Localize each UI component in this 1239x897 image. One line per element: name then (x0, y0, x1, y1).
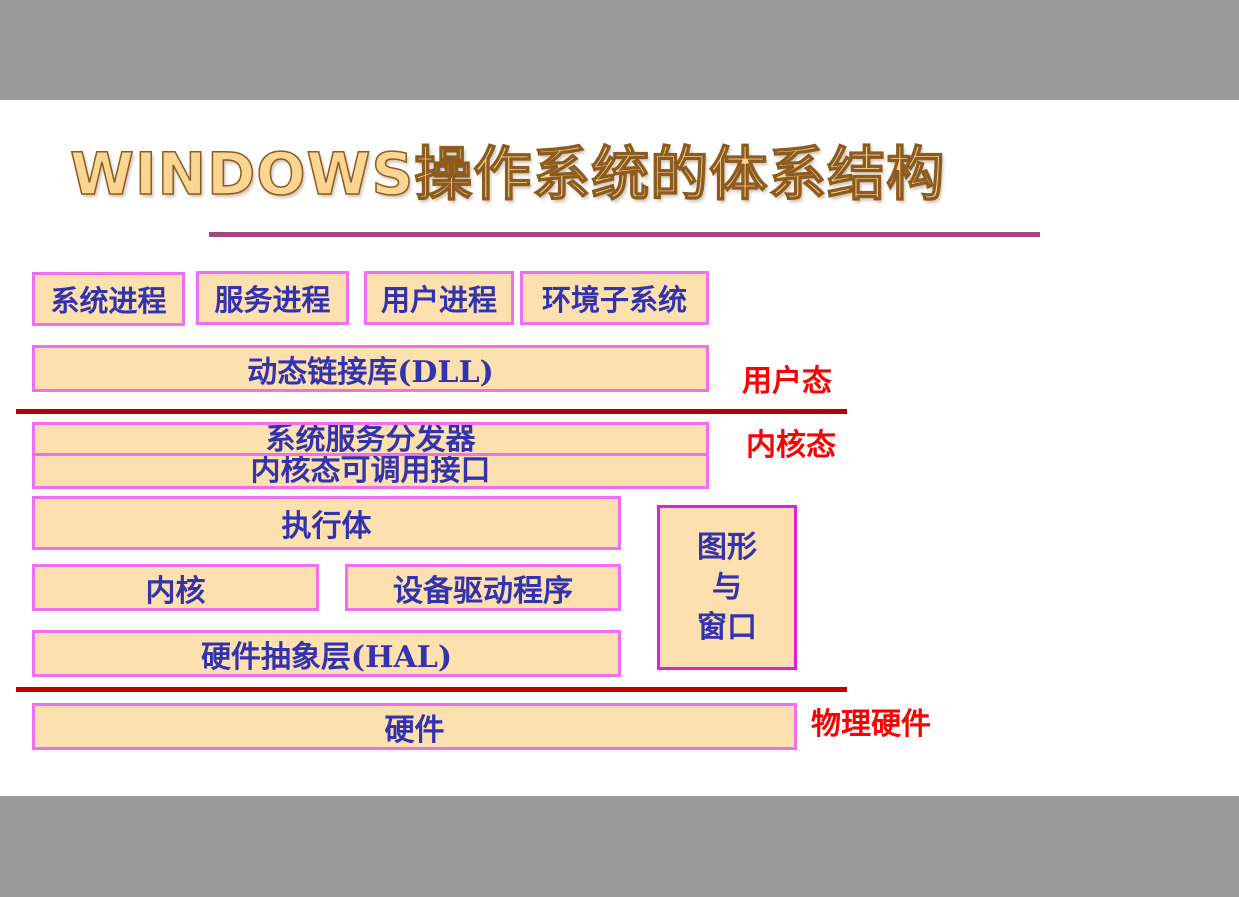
kernel-mode-label: 内核态 (746, 428, 836, 463)
kernel-callable-interface-box: 内核态可调用接口 (32, 453, 709, 489)
hardware-box: 硬件 (32, 703, 797, 750)
graphics-line-3: 窗口 (697, 609, 757, 645)
kernel-hardware-separator (16, 687, 847, 692)
user-process-box: 用户进程 (364, 271, 514, 325)
user-kernel-separator (16, 409, 847, 414)
device-drivers-box: 设备驱动程序 (345, 564, 621, 611)
service-process-box: 服务进程 (196, 271, 349, 325)
hal-box: 硬件抽象层(HAL) (32, 630, 621, 677)
user-mode-label: 用户态 (742, 364, 832, 399)
environment-subsystem-box: 环境子系统 (520, 271, 709, 325)
system-process-box: 系统进程 (32, 272, 185, 326)
slide: WINDOWS操作系统的体系结构 系统进程 服务进程 用户进程 环境子系统 动态… (0, 100, 1239, 796)
graphics-line-2: 与 (712, 569, 742, 605)
graphics-windowing-box: 图形 与 窗口 (657, 505, 797, 670)
dll-box: 动态链接库(DLL) (32, 345, 709, 392)
executive-box: 执行体 (32, 496, 621, 550)
physical-hardware-label: 物理硬件 (811, 707, 931, 742)
slide-title: WINDOWS操作系统的体系结构 (69, 140, 946, 208)
system-service-dispatcher-box: 系统服务分发器 (32, 422, 709, 456)
kernel-box: 内核 (32, 564, 319, 611)
title-underline (209, 232, 1040, 237)
graphics-line-1: 图形 (697, 529, 757, 565)
